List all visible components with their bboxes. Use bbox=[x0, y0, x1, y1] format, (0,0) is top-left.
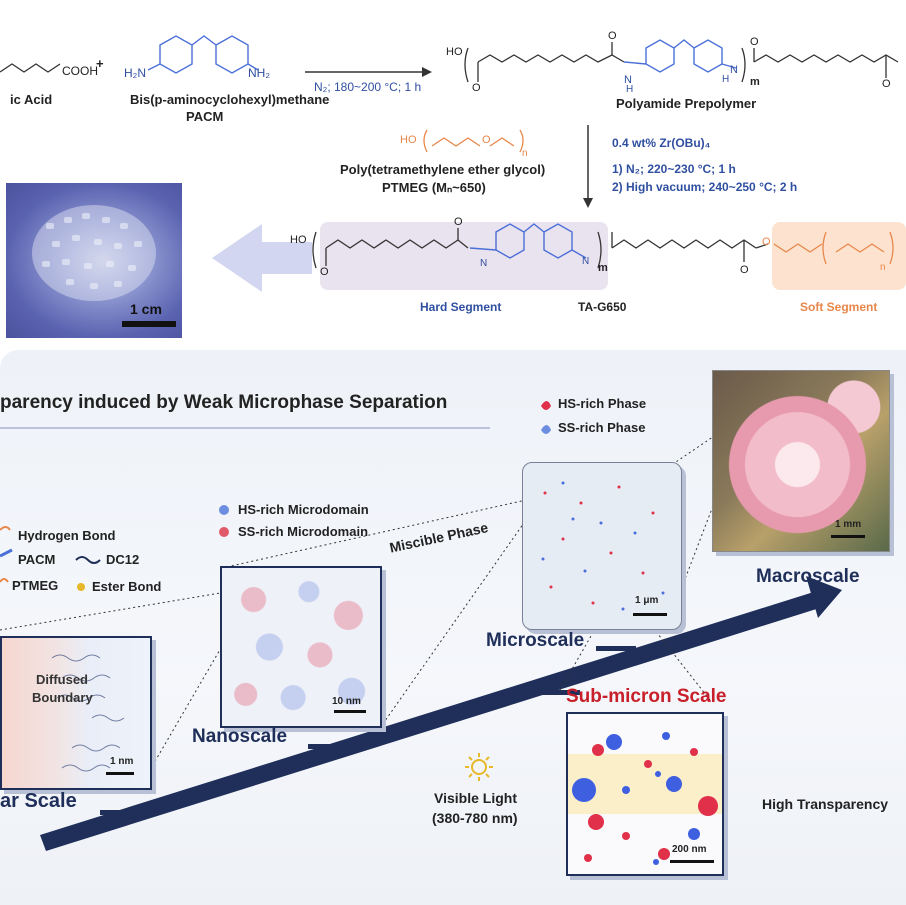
legend-ester-bond: Ester Bond bbox=[92, 579, 162, 594]
molecular-card: Diffused Boundary 1 nm bbox=[0, 636, 152, 790]
sun-icon bbox=[464, 752, 494, 782]
prepolymer-n2: N bbox=[730, 64, 738, 76]
hard-segment-label: Hard Segment bbox=[420, 300, 502, 314]
catalyst-label: 0.4 wt% Zr(OBu)₄ bbox=[612, 136, 711, 150]
scale-1mm: 1 mm bbox=[835, 519, 862, 530]
scale-10nm: 10 nm bbox=[332, 696, 361, 707]
prepolymer-o2: O bbox=[608, 30, 617, 42]
ss-phase-label: SS-rich Phase bbox=[558, 420, 646, 435]
product-n1: N bbox=[480, 258, 488, 269]
product-structure bbox=[312, 228, 769, 269]
prepolymer-o3: O bbox=[750, 36, 759, 48]
macroscale-label: Macroscale bbox=[756, 566, 860, 587]
hard-segment-box bbox=[320, 222, 608, 290]
submicron-card: 200 nm bbox=[566, 712, 724, 876]
pacm-name: Bis(p-aminocyclohexyl)methane bbox=[130, 92, 330, 107]
visible-light-label: Visible Light bbox=[434, 790, 517, 806]
product-o1: O bbox=[320, 266, 329, 278]
product-o4: O bbox=[762, 236, 771, 248]
photo-scale-label: 1 cm bbox=[130, 301, 162, 317]
prepolymer-m: m bbox=[750, 76, 760, 88]
ptmeg-abbr: PTMEG (Mₙ~650) bbox=[382, 180, 486, 195]
product-label: TA-G650 bbox=[578, 300, 627, 314]
legend-ptmeg: PTMEG bbox=[12, 578, 59, 593]
nanoscale-card: 10 nm bbox=[220, 566, 382, 728]
acid-label: ic Acid bbox=[10, 92, 53, 107]
prepolymer-o1: O bbox=[472, 82, 481, 94]
submicron-scale-label: Sub-micron Scale bbox=[566, 686, 727, 707]
ss-microdomain-label: SS-rich Microdomain bbox=[238, 524, 369, 539]
nanoscale-label: Nanoscale bbox=[192, 726, 288, 747]
legend-hydrogen-bond: Hydrogen Bond bbox=[18, 528, 116, 543]
pacm-abbr: PACM bbox=[186, 109, 224, 124]
scale-arrow bbox=[40, 590, 826, 851]
pellet-photo: 1 cm bbox=[6, 183, 182, 338]
condition-1: N₂; 180~200 °C; 1 h bbox=[314, 80, 422, 94]
legend-pacm: PACM bbox=[18, 552, 56, 567]
prepolymer-structure bbox=[464, 42, 899, 83]
boundary-label: Boundary bbox=[32, 690, 93, 705]
wavelength-label: (380-780 nm) bbox=[432, 810, 518, 826]
product-m: m bbox=[598, 262, 608, 274]
microscale-card: 1 μm bbox=[522, 462, 682, 630]
prepolymer-label: Polyamide Prepolymer bbox=[616, 96, 757, 111]
pacm-structure bbox=[147, 35, 259, 74]
product-o2: O bbox=[454, 216, 463, 228]
product-arrow bbox=[212, 224, 312, 292]
ptmeg-ho: HO bbox=[400, 134, 417, 146]
diffused-label: Diffused bbox=[36, 672, 88, 687]
hs-microdomain-label: HS-rich Microdomain bbox=[238, 502, 369, 517]
ptmeg-o: O bbox=[482, 134, 491, 146]
pacm-nh2-right: NH₂ bbox=[248, 66, 270, 80]
prepolymer-h2: H bbox=[722, 74, 730, 85]
synthesis-scheme bbox=[0, 35, 906, 292]
condition-2b: 2) High vacuum; 240~250 °C; 2 h bbox=[612, 180, 798, 194]
pacm-nh2-left: H₂N bbox=[124, 66, 146, 80]
panel-title: parency induced by Weak Microphase Separ… bbox=[0, 392, 448, 413]
product-n: n bbox=[880, 262, 886, 273]
plus-sign: + bbox=[96, 56, 104, 71]
soft-segment-box bbox=[772, 222, 906, 290]
product-o3: O bbox=[740, 264, 749, 276]
microscale-label: Microscale bbox=[486, 630, 585, 651]
cooh-label: COOH bbox=[62, 64, 98, 78]
ptmeg-name: Poly(tetramethylene ether glycol) bbox=[340, 162, 546, 177]
ptmeg-structure bbox=[423, 129, 524, 153]
prepolymer-ho: HO bbox=[446, 46, 463, 58]
hs-phase-label: HS-rich Phase bbox=[558, 396, 647, 411]
molecular-scale-label: ar Scale bbox=[0, 790, 77, 812]
scale-1nm: 1 nm bbox=[110, 756, 134, 767]
prepolymer-n1: N bbox=[624, 74, 632, 86]
scale-200nm: 200 nm bbox=[672, 844, 707, 855]
legend-dc12: DC12 bbox=[106, 552, 140, 567]
scale-1um: 1 μm bbox=[635, 595, 659, 606]
product-ho: HO bbox=[290, 234, 307, 246]
high-transparency-label: High Transparency bbox=[762, 796, 889, 812]
prepolymer-h1: H bbox=[626, 84, 634, 95]
ptmeg-n: n bbox=[522, 148, 528, 159]
prepolymer-o4: O bbox=[882, 78, 891, 90]
macroscale-photo: 1 mm bbox=[712, 370, 890, 552]
soft-segment-label: Soft Segment bbox=[800, 300, 878, 314]
condition-2a: 1) N₂; 220~230 °C; 1 h bbox=[612, 162, 736, 176]
product-n2: N bbox=[582, 256, 590, 267]
